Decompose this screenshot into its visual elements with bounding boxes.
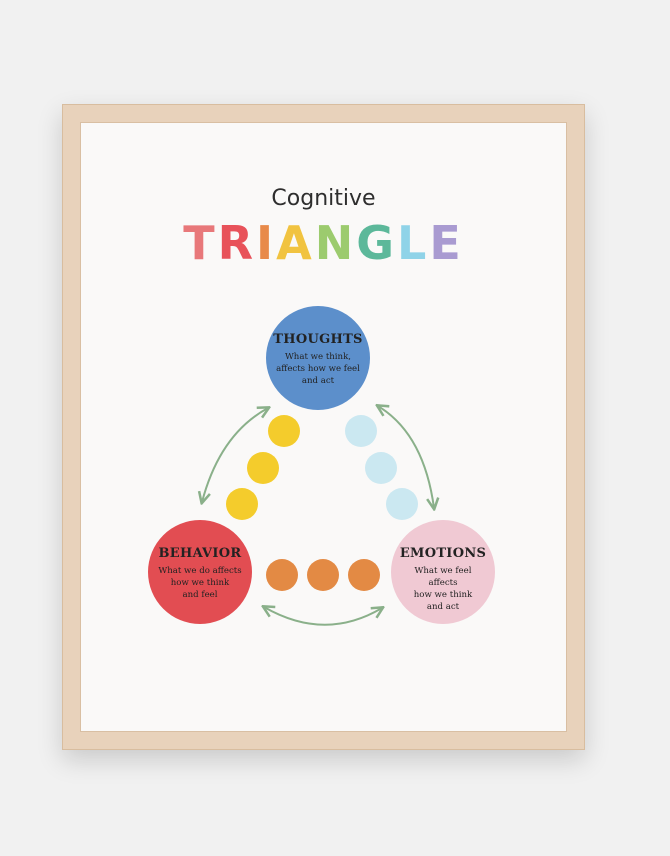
emotions-description: What we feel affects how we think and ac… [413, 566, 473, 612]
title-letter: I [256, 216, 277, 270]
cycle-arrows [80, 122, 567, 626]
light-blue-dot [345, 415, 377, 447]
poster: Cognitive TRIANGLE THOUGHTS What we thin… [80, 122, 567, 732]
arrow-thoughts-emotions [378, 406, 434, 508]
behavior-circle: BEHAVIOR What we do affects how we think… [148, 520, 252, 624]
title-letter: N [314, 216, 357, 270]
yellow-dot [226, 488, 258, 520]
poster-title: TRIANGLE [80, 220, 567, 266]
thoughts-description: What we think, affects how we feel and a… [276, 352, 360, 386]
light-blue-dot [365, 452, 397, 484]
yellow-dot [247, 452, 279, 484]
arrow-behavior-emotions [264, 607, 382, 626]
title-letter: R [217, 216, 257, 270]
orange-dot [348, 559, 380, 591]
orange-dot [307, 559, 339, 591]
picture-frame: Cognitive TRIANGLE THOUGHTS What we thin… [62, 104, 585, 750]
thoughts-title: THOUGHTS [273, 332, 363, 347]
title-letter: A [276, 216, 315, 270]
title-letter: G [356, 216, 398, 270]
behavior-title: BEHAVIOR [158, 546, 242, 561]
title-letter: E [429, 216, 464, 270]
orange-dot [266, 559, 298, 591]
title-letter: L [397, 216, 430, 270]
arrow-thoughts-behavior [202, 408, 268, 502]
emotions-title: EMOTIONS [399, 546, 487, 561]
poster-subtitle: Cognitive [271, 186, 376, 211]
title-letter: T [183, 216, 218, 270]
behavior-description: What we do affects how we think and feel [158, 566, 242, 600]
thoughts-circle: THOUGHTS What we think, affects how we f… [266, 306, 370, 410]
yellow-dot [268, 415, 300, 447]
emotions-circle: EMOTIONS What we feel affects how we thi… [391, 520, 495, 624]
light-blue-dot [386, 488, 418, 520]
